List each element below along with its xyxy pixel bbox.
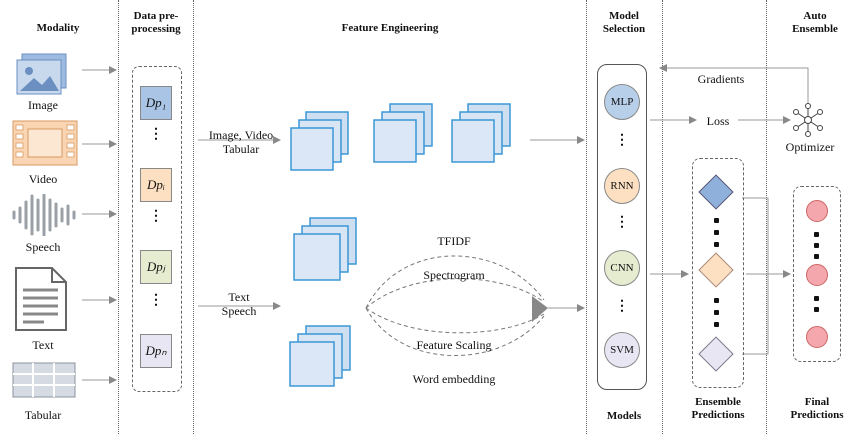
ensemble-diamond-2 [698, 252, 734, 288]
ensemble-container [692, 158, 744, 388]
ensemble-bracket [742, 197, 769, 355]
ensemble-dot [714, 298, 719, 303]
dp-ellipsis: ⋮ [149, 293, 163, 308]
arrow-gradients [659, 64, 809, 108]
cube-stack-5 [289, 325, 351, 387]
divider-features [586, 0, 587, 434]
dp-block-i: Dpᵢ [140, 168, 172, 202]
divider-preprocessing [193, 0, 194, 434]
final-prediction-1 [806, 200, 828, 222]
curve-feature-scaling [365, 307, 545, 334]
ensemble-dot [714, 242, 719, 247]
model-ellipsis: ⋮ [615, 133, 629, 148]
ensemble-dot [714, 230, 719, 235]
label-optimizer: Optimizer [785, 140, 835, 154]
divider-models [662, 0, 663, 434]
curve-converge-arrow [532, 296, 548, 322]
final-dot [814, 243, 819, 248]
dp-ellipsis: ⋮ [149, 127, 163, 142]
film-strip-icon [12, 120, 78, 166]
label-tfidf: TFIDF [437, 234, 471, 248]
divider-ensemble [766, 0, 767, 434]
label-spectrogram: Spectrogram [423, 268, 485, 282]
dp-block-1: Dp₁ [140, 86, 172, 120]
model-ellipsis: ⋮ [615, 299, 629, 314]
final-dot [814, 296, 819, 301]
divider-modality [118, 0, 119, 434]
preprocessing-container [132, 66, 182, 392]
header-model-selection: Model Selection [602, 10, 646, 35]
ensemble-diamond-3 [698, 336, 734, 372]
modality-label-speech: Speech [25, 240, 61, 254]
header-modality: Modality [36, 22, 80, 34]
label-feature-scaling: Feature Scaling [416, 338, 492, 352]
label-loss: Loss [706, 114, 730, 128]
label-gradients: Gradients [697, 72, 745, 86]
curve-spectrogram [365, 278, 545, 309]
header-feature-engineering: Feature Engineering [341, 22, 439, 34]
cube-stack-1 [290, 111, 349, 171]
ensemble-diamond-1 [698, 174, 734, 210]
modality-label-image: Image [28, 98, 58, 112]
dp-ellipsis: ⋮ [149, 209, 163, 224]
model-svm: SVM [604, 332, 640, 368]
final-predictions-container [793, 186, 841, 362]
model-cnn: CNN [604, 250, 640, 286]
final-dot [814, 232, 819, 237]
cube-stack-2 [373, 103, 433, 163]
modality-label-tabular: Tabular [24, 408, 62, 422]
ensemble-dot [714, 310, 719, 315]
model-rnn: RNN [604, 168, 640, 204]
modality-label-video: Video [28, 172, 58, 186]
cube-stack-3 [451, 103, 511, 163]
label-image-video-tabular: Image, Video Tabular [208, 128, 274, 156]
model-mlp: MLP [604, 84, 640, 120]
dp-block-j: Dpⱼ [140, 250, 172, 284]
label-text-speech: Text Speech [221, 290, 257, 318]
ensemble-dot [714, 322, 719, 327]
modality-label-text: Text [32, 338, 54, 352]
network-node-icon [793, 103, 823, 137]
document-icon [14, 266, 68, 332]
curve-tfidf [365, 255, 545, 309]
final-prediction-2 [806, 264, 828, 286]
label-word-embedding: Word embedding [412, 372, 496, 386]
model-ellipsis: ⋮ [615, 215, 629, 230]
dp-block-n: Dpₙ [140, 334, 172, 368]
final-dot [814, 307, 819, 312]
footer-final-predictions: Final Predictions [790, 396, 844, 421]
table-icon [12, 362, 76, 398]
header-auto-ensemble: Auto Ensemble [792, 10, 838, 35]
picture-icon [14, 52, 70, 98]
cube-stack-4 [293, 217, 357, 281]
header-preprocessing: Data pre- processing [131, 10, 181, 35]
waveform-icon [10, 194, 80, 236]
footer-models: Models [606, 410, 642, 422]
ensemble-dot [714, 218, 719, 223]
footer-ensemble-predictions: Ensemble Predictions [691, 396, 745, 421]
models-container [597, 64, 647, 390]
final-prediction-3 [806, 326, 828, 348]
final-dot [814, 254, 819, 259]
